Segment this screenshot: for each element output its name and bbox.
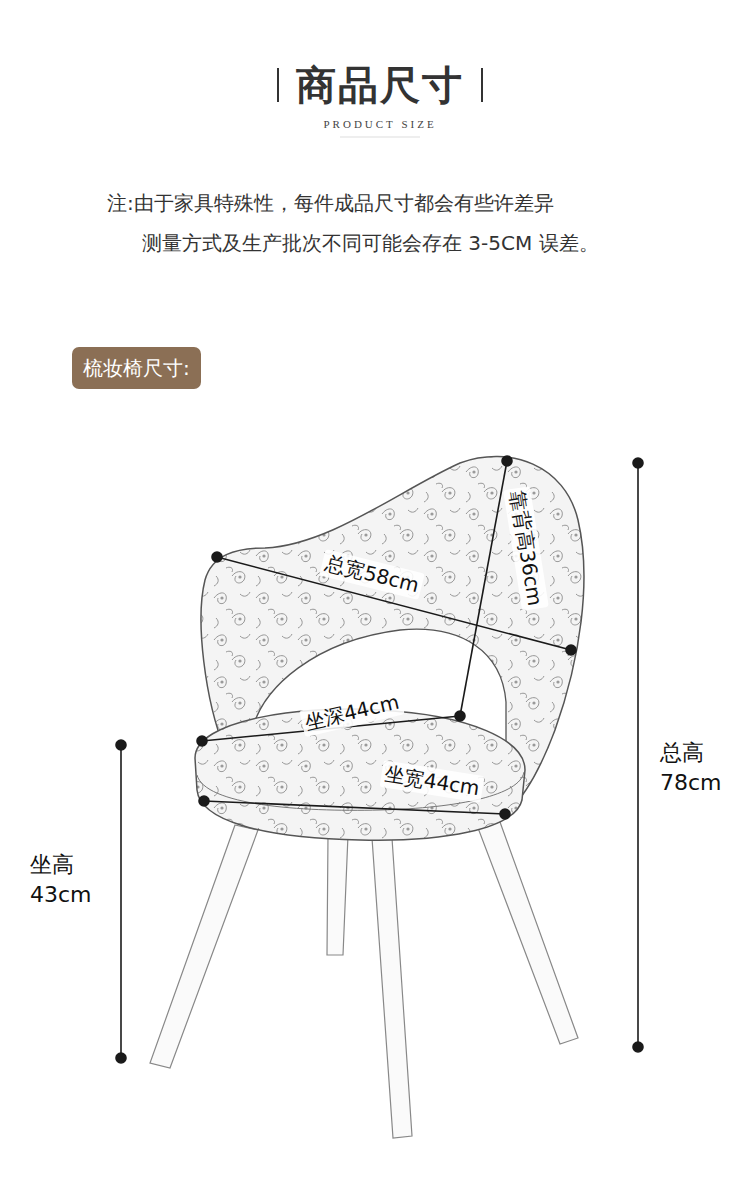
dimension-dot: [502, 456, 512, 466]
dimension-label: 总高 78cm: [660, 738, 722, 797]
chair-leg: [327, 835, 348, 955]
title-bar: [277, 68, 279, 102]
dimension-dot: [116, 1053, 126, 1063]
dimension-dot: [197, 736, 207, 746]
chair-leg: [478, 822, 578, 1044]
dimension-line: [637, 463, 639, 1047]
dimension-dot: [116, 740, 126, 750]
title-bar: [481, 68, 483, 102]
page-title: 商品尺寸: [296, 58, 464, 113]
dimension-lines: [116, 456, 643, 1063]
title-rule: [340, 137, 420, 138]
dimension-line: [204, 801, 505, 814]
dimension-dot: [500, 809, 510, 819]
dimension-dot: [633, 458, 643, 468]
note-text: 测量方式及生产批次不同可能会存在 3-5CM 误差。: [142, 230, 599, 257]
dimension-dot: [633, 1042, 643, 1052]
dimension-dot: [566, 645, 576, 655]
chair-seat: [195, 709, 525, 840]
tag-text: 梳妆椅尺寸:: [83, 355, 190, 382]
subtitle: PRODUCT SIZE: [324, 118, 437, 130]
dimension-dot: [199, 796, 209, 806]
dimension-line: [460, 461, 507, 716]
dimension-line: [120, 745, 122, 1058]
chair-leg: [372, 838, 412, 1138]
note-text: 注:由于家具特殊性，每件成品尺寸都会有些许差异: [107, 190, 554, 217]
dimension-dot: [212, 552, 222, 562]
section-tag: 梳妆椅尺寸:: [72, 347, 201, 389]
chair-leg: [150, 825, 258, 1068]
dimension-label: 坐高 43cm: [30, 850, 92, 909]
